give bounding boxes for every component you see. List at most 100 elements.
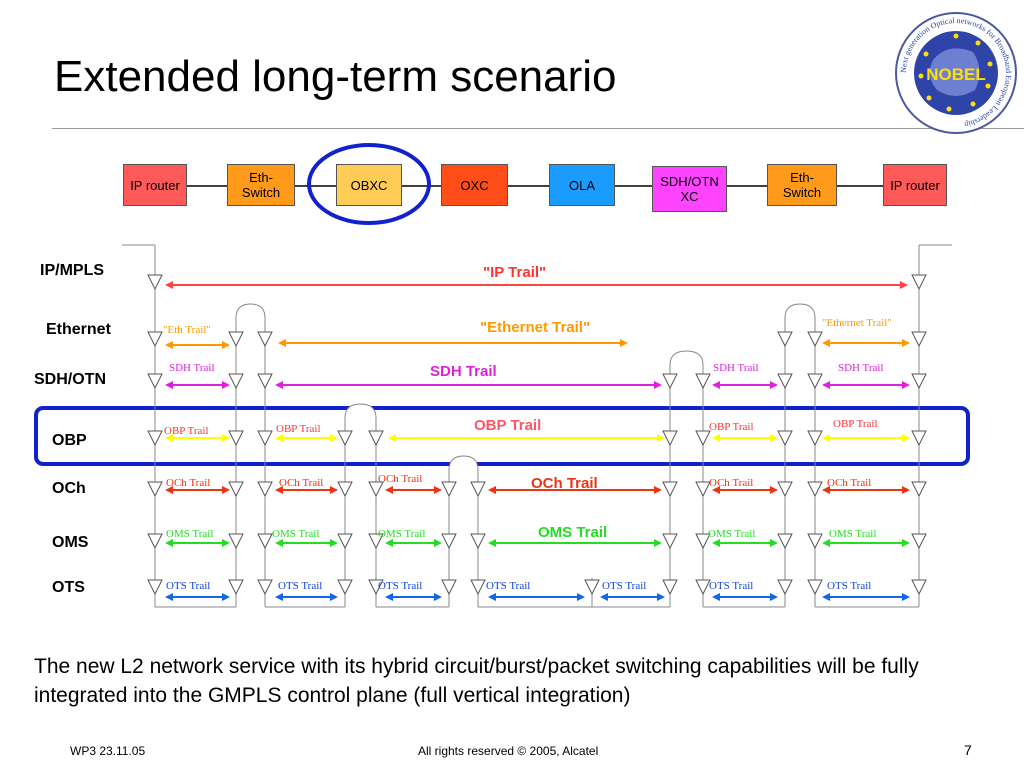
adaptation-triangle <box>470 579 486 596</box>
adaptation-triangle <box>911 331 927 348</box>
trail-arrow-head <box>434 593 442 601</box>
logo-center-text: NOBEL <box>926 65 986 84</box>
trail-arrow-head <box>330 486 338 494</box>
trail-arrow-head <box>434 539 442 547</box>
trail-label-ethernet: "Ethernet Trail" <box>822 317 892 329</box>
trail-arrow-head <box>165 281 173 289</box>
trail-arrow-head <box>165 593 173 601</box>
adaptation-triangle <box>257 481 273 498</box>
trail-label-oms: OMS Trail <box>538 524 608 541</box>
adaptation-triangle <box>368 533 384 550</box>
trail-label-oms: OMS Trail <box>272 528 320 540</box>
node-ip-router-right: IP router <box>883 164 947 206</box>
trail-arrow-head <box>165 434 173 442</box>
trail-arrow-head <box>712 539 720 547</box>
footer-left: WP3 23.11.05 <box>70 744 146 758</box>
trail-arrow-head <box>165 486 173 494</box>
trail-label-oms: OMS Trail <box>829 528 877 540</box>
layer-label-ethernet: Ethernet <box>46 321 111 338</box>
trail-arrow-head <box>654 381 662 389</box>
trail-arrow-head <box>222 593 230 601</box>
switch-cap <box>669 350 704 366</box>
adaptation-triangle <box>807 533 823 550</box>
adaptation-triangle <box>441 533 457 550</box>
trail-arrow-head <box>577 593 585 601</box>
trail-arrow-head <box>388 434 396 442</box>
trail-label-och: OCh Trail <box>279 477 324 489</box>
trail-arrow-head <box>770 381 778 389</box>
adaptation-triangle <box>228 579 244 596</box>
trail-label-ots: OTS Trail <box>709 580 754 592</box>
trail-label-obp: OBP Trail <box>474 417 542 434</box>
adaptation-triangle <box>228 430 244 447</box>
trail-arrow-head <box>654 539 662 547</box>
adaptation-triangle <box>777 331 793 348</box>
trail-arrow-head <box>712 593 720 601</box>
node-obxc: OBXC <box>336 164 402 206</box>
trail-arrow-head <box>488 486 496 494</box>
adaptation-triangle <box>695 481 711 498</box>
trail-arrow-head <box>712 434 720 442</box>
switch-cap <box>235 303 266 319</box>
trail-label-oms: OMS Trail <box>166 528 214 540</box>
adaptation-triangle <box>807 373 823 390</box>
adaptation-triangle <box>911 430 927 447</box>
adaptation-triangle <box>777 430 793 447</box>
trail-arrow-head <box>770 486 778 494</box>
trail-arrow-head <box>222 486 230 494</box>
trail-arrow-head <box>712 381 720 389</box>
adaptation-triangle <box>662 533 678 550</box>
adaptation-triangle <box>807 579 823 596</box>
trail-label-och: OCh Trail <box>531 475 598 492</box>
adaptation-triangle <box>807 481 823 498</box>
adaptation-triangle <box>911 481 927 498</box>
trail-label-obp: OBP Trail <box>709 421 754 433</box>
adaptation-triangle <box>584 579 600 596</box>
trail-arrow-head <box>165 341 173 349</box>
trail-arrow-head <box>222 381 230 389</box>
trail-arrow-head <box>488 539 496 547</box>
trail-label-ots: OTS Trail <box>166 580 211 592</box>
adaptation-triangle <box>777 481 793 498</box>
adaptation-triangle <box>257 331 273 348</box>
adaptation-triangle <box>911 373 927 390</box>
layer-label-ots: OTS <box>52 579 85 596</box>
adaptation-triangle <box>368 481 384 498</box>
adaptation-triangle <box>257 430 273 447</box>
adaptation-triangle <box>695 373 711 390</box>
trail-arrow-head <box>222 341 230 349</box>
adaptation-triangle <box>807 430 823 447</box>
adaptation-triangle <box>228 331 244 348</box>
switch-cap <box>784 303 816 319</box>
trail-arrow-head <box>222 434 230 442</box>
trail-arrow-head <box>165 539 173 547</box>
node-eth-switch-right: Eth- Switch <box>767 164 837 206</box>
adaptation-triangle <box>441 481 457 498</box>
obxc-highlight-ellipse <box>307 143 431 225</box>
trail-label-och: OCh Trail <box>709 477 754 489</box>
trail-label-ethernet: "Eth Trail" <box>163 324 211 336</box>
adaptation-triangle <box>470 481 486 498</box>
obp-highlight-box <box>34 406 970 466</box>
footer-page-number: 7 <box>964 742 972 758</box>
trail-arrow-head <box>434 486 442 494</box>
trail-arrow-head <box>385 539 393 547</box>
adaptation-triangle <box>368 579 384 596</box>
adaptation-triangle <box>441 579 457 596</box>
node-eth-switch-left: Eth- Switch <box>227 164 295 206</box>
adaptation-triangle <box>337 481 353 498</box>
adaptation-triangle <box>777 579 793 596</box>
adaptation-triangle <box>147 481 163 498</box>
trail-label-och: OCh Trail <box>827 477 872 489</box>
adaptation-triangle <box>662 373 678 390</box>
node-oxc: OXC <box>441 164 508 206</box>
trail-arrow-head <box>488 593 496 601</box>
adaptation-triangle <box>695 533 711 550</box>
footer-center: All rights reserved © 2005, Alcatel <box>418 744 599 758</box>
trail-arrow-head <box>330 434 338 442</box>
trail-label-och: OCh Trail <box>166 477 211 489</box>
adaptation-triangle <box>147 533 163 550</box>
trail-arrow-head <box>278 339 286 347</box>
trail-arrow-head <box>712 486 720 494</box>
